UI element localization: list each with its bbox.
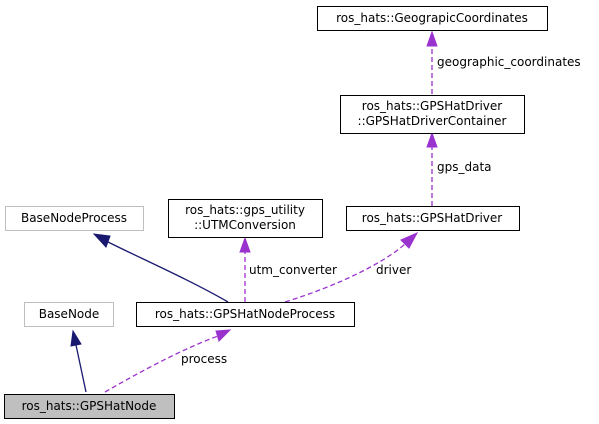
svg-text:ros_hats::GPSHatDriver: ros_hats::GPSHatDriver xyxy=(362,99,502,113)
edge-inherit-base-node-process xyxy=(92,233,229,303)
node-gps-hat-node-process[interactable]: ros_hats::GPSHatNodeProcess xyxy=(136,302,355,327)
edge-utm-converter: utm_converter xyxy=(239,236,337,302)
svg-text:ros_hats::GPSHatDriver: ros_hats::GPSHatDriver xyxy=(362,211,502,225)
svg-text:ros_hats::GeograpicCoordinates: ros_hats::GeograpicCoordinates xyxy=(336,11,528,25)
edge-geographic-coordinates: geographic_coordinates xyxy=(426,30,581,94)
edge-process: process xyxy=(104,329,232,393)
svg-text:BaseNode: BaseNode xyxy=(39,307,100,321)
node-utm-conversion[interactable]: ros_hats::gps_utility ::UTMConversion xyxy=(168,199,323,238)
svg-text:ros_hats::gps_utility: ros_hats::gps_utility xyxy=(185,203,305,217)
node-base-node[interactable]: BaseNode xyxy=(24,302,114,327)
svg-text:ros_hats::GPSHatNode: ros_hats::GPSHatNode xyxy=(22,399,157,413)
edge-label-geographic-coordinates: geographic_coordinates xyxy=(437,55,581,69)
svg-text:BaseNodeProcess: BaseNodeProcess xyxy=(21,211,127,225)
edge-inherit-base-node xyxy=(70,329,87,393)
node-gps-hat-driver-container[interactable]: ros_hats::GPSHatDriver ::GPSHatDriverCon… xyxy=(340,95,525,134)
node-gps-hat-driver[interactable]: ros_hats::GPSHatDriver xyxy=(346,206,520,231)
edge-label-process: process xyxy=(181,352,227,366)
svg-text:ros_hats::GPSHatNodeProcess: ros_hats::GPSHatNodeProcess xyxy=(155,307,335,321)
node-gps-hat-node[interactable]: ros_hats::GPSHatNode xyxy=(4,394,175,419)
edge-label-driver: driver xyxy=(376,263,411,277)
edge-label-gps-data: gps_data xyxy=(437,160,492,174)
node-geographic-coordinates[interactable]: ros_hats::GeograpicCoordinates xyxy=(317,6,548,31)
svg-text:::GPSHatDriverContainer: ::GPSHatDriverContainer xyxy=(358,114,507,128)
node-base-node-process[interactable]: BaseNodeProcess xyxy=(5,206,144,231)
edge-driver: driver xyxy=(284,231,419,303)
svg-text:::UTMConversion: ::UTMConversion xyxy=(194,218,296,232)
edge-gps-data: gps_data xyxy=(426,131,492,206)
edge-label-utm-converter: utm_converter xyxy=(249,263,337,277)
